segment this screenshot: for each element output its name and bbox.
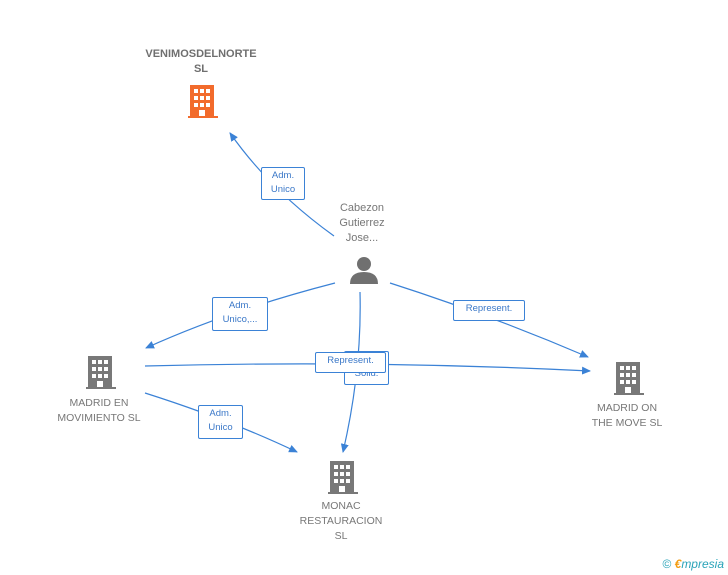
edge-label-line: Unico,... — [222, 314, 258, 325]
edge-label-line: Represent. — [327, 355, 374, 366]
edge-label-represent-move[interactable]: Represent. — [453, 300, 525, 321]
label-line: Jose... — [345, 232, 379, 244]
label-line: SL — [193, 63, 209, 75]
person-label[interactable]: Cabezon Gutierrez Jose... — [312, 201, 412, 246]
label-line: Gutierrez — [339, 217, 385, 229]
brand-name: mpresia — [681, 557, 724, 571]
label-line: MADRID EN — [69, 397, 129, 409]
building-icon[interactable] — [86, 356, 116, 389]
edge-label-adm-unico-monac[interactable]: Adm. Unico — [198, 405, 243, 439]
copyright-symbol: © — [662, 557, 672, 571]
label-line: VENIMOSDELNORTE — [145, 48, 257, 60]
building-icon[interactable] — [328, 461, 358, 494]
edge-label-line: Unico — [208, 422, 233, 433]
label-line: SL — [334, 530, 348, 542]
main-company-label[interactable]: VENIMOSDELNORTE SL — [121, 47, 281, 77]
edge-label-line: Represent. — [465, 303, 513, 314]
company-label-monac[interactable]: MONAC RESTAURACION SL — [286, 499, 396, 544]
building-icon[interactable] — [614, 362, 644, 395]
building-icon[interactable] — [188, 85, 218, 118]
company-label-madrid-on-the-move[interactable]: MADRID ON THE MOVE SL — [576, 401, 678, 431]
edge-label-line: Adm. — [271, 170, 295, 181]
edge-label-line: Adm. — [228, 300, 252, 311]
edge-label-adm-unico-movimiento[interactable]: Adm. Unico,... — [212, 297, 268, 331]
company-label-madrid-en-movimiento[interactable]: MADRID EN MOVIMIENTO SL — [40, 396, 158, 426]
edge-label-line: Unico — [270, 184, 296, 195]
empresia-logo: © €mpresia — [662, 557, 724, 571]
edge-label-line: Solid. — [354, 368, 379, 379]
label-line: THE MOVE SL — [591, 417, 663, 429]
edge-label-represent-center[interactable]: Represent. — [315, 352, 386, 373]
label-line: RESTAURACION — [299, 515, 383, 527]
label-line: Cabezon — [339, 202, 385, 214]
label-line: MADRID ON — [596, 402, 658, 414]
brand-e: € — [674, 557, 682, 571]
label-line: MONAC — [321, 500, 361, 512]
label-line: MOVIMIENTO SL — [57, 412, 141, 424]
edge-label-adm-unico-main[interactable]: Adm. Unico — [261, 167, 305, 200]
person-icon[interactable] — [350, 257, 378, 284]
edge-label-line: Adm. — [209, 408, 232, 419]
